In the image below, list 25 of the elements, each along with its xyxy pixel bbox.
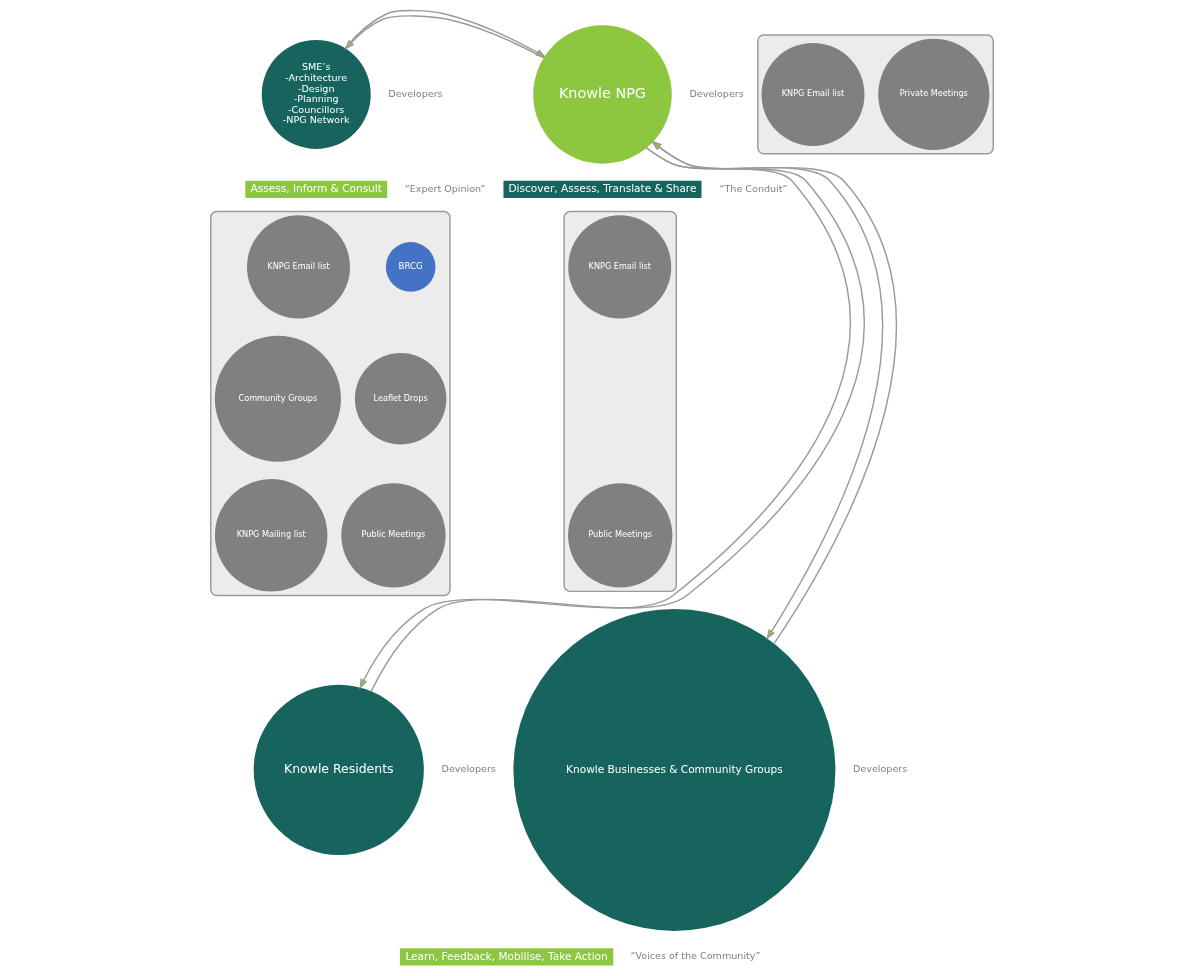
node-circle: KNPG Email list — [246, 215, 350, 319]
node-box: Learn, Feedback, Mobilise, Take Action — [399, 948, 614, 966]
node-circle: Private Meetings — [878, 38, 990, 150]
node-circle: BRCG — [385, 242, 436, 292]
node-label: Developers — [852, 763, 908, 775]
node-box: Discover, Assess, Translate & Share — [503, 180, 702, 199]
node-label: “The Conduit” — [719, 182, 788, 194]
node-circle: Knowle Businesses & Community Groups — [513, 608, 836, 931]
node-circle: KNPG Mailing list — [214, 479, 328, 592]
node-label: Developers — [689, 87, 744, 99]
node-circle: Community Groups — [214, 335, 341, 462]
node-circle: Public Meetings — [568, 483, 673, 588]
cluster — [210, 210, 451, 597]
cluster — [757, 34, 994, 155]
node-label: “Voices of the Community” — [630, 950, 761, 962]
cluster — [563, 210, 678, 593]
node-label: Developers — [388, 87, 443, 99]
node-circle: Knowle Residents — [253, 684, 424, 855]
node-label: Developers — [441, 763, 496, 775]
node-label: “Expert Opinion” — [404, 182, 486, 194]
node-circle: KNPG Email list — [761, 42, 865, 146]
node-box: Assess, Inform & Consult — [245, 180, 388, 199]
node-circle: Public Meetings — [341, 483, 446, 588]
node-circle: KNPG Email list — [568, 215, 672, 319]
node-circle: Leaflet Drops — [354, 353, 447, 445]
